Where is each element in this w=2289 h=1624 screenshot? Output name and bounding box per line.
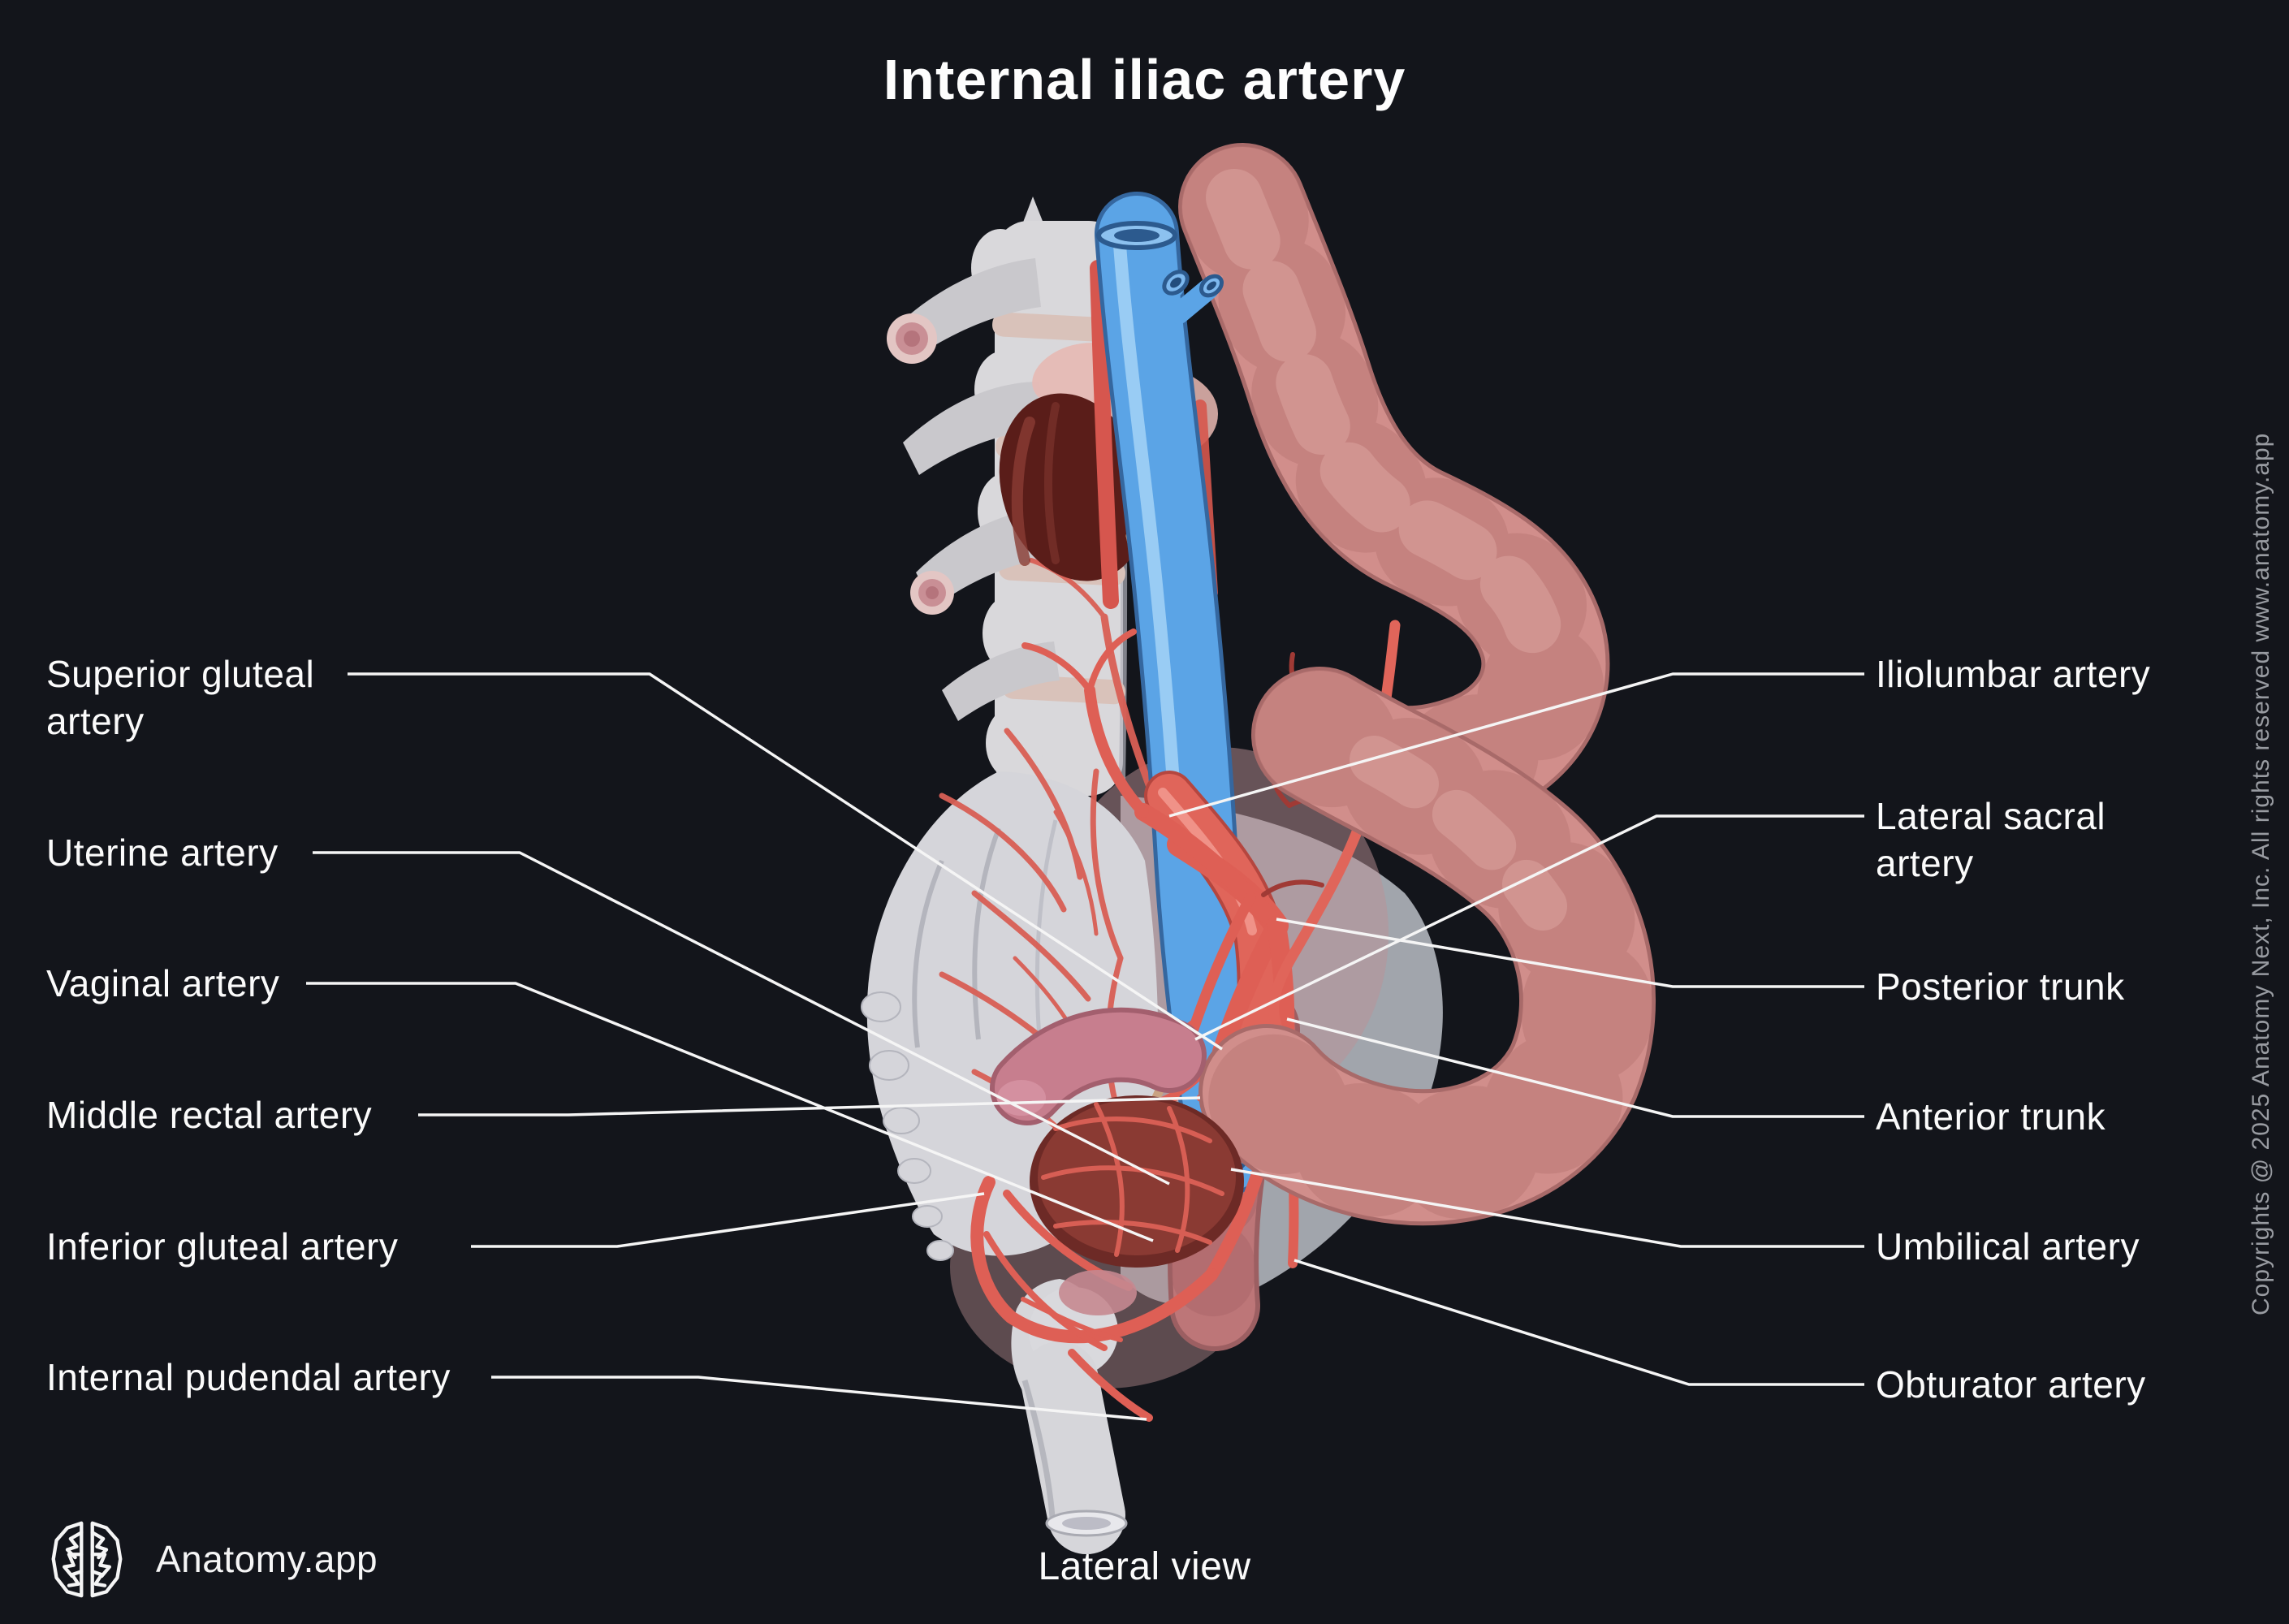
- leader-line-iliolumbar: [1168, 672, 1864, 818]
- label-vaginal-artery: Vaginal artery: [46, 962, 280, 1004]
- rib-cut-bullseye: [887, 313, 954, 615]
- iliolumbar-artery-path: [1084, 685, 1149, 818]
- leader-line-anterior-trunk: [1286, 1017, 1864, 1118]
- label-umbilical-artery: Umbilical artery: [1876, 1225, 2140, 1268]
- brand-lockup: Anatomy.app: [47, 1520, 378, 1598]
- label-superior-gluteal-artery: Superior gluteal artery: [46, 653, 315, 742]
- leader-line-posterior-trunk: [1276, 918, 1864, 988]
- pelvic-floor-arteries: [970, 1176, 1218, 1422]
- label-lateral-sacral-artery: Lateral sacral artery: [1876, 795, 2106, 884]
- coccyx: [861, 991, 954, 1261]
- page-title: Internal iliac artery: [883, 48, 1406, 111]
- leader-line-obturator: [1294, 1259, 1864, 1386]
- label-internal-pudendal-artery: Internal pudendal artery: [46, 1356, 451, 1398]
- leader-lines: [306, 672, 1864, 1421]
- label-iliolumbar-artery: Iliolumbar artery: [1876, 653, 2151, 695]
- label-anterior-trunk: Anterior trunk: [1876, 1095, 2106, 1138]
- label-obturator-artery: Obturator artery: [1876, 1363, 2146, 1406]
- label-posterior-trunk: Posterior trunk: [1876, 965, 2125, 1008]
- label-inferior-gluteal-artery: Inferior gluteal artery: [46, 1225, 399, 1268]
- internal-pudendal-artery-path: [1068, 1349, 1153, 1422]
- leader-line-superior-gluteal: [348, 672, 1223, 1051]
- leader-line-umbilical: [1230, 1168, 1864, 1248]
- leader-line-vaginal: [306, 982, 1154, 1242]
- leader-line-internal-pudendal: [491, 1376, 1147, 1421]
- label-middle-rectal-artery: Middle rectal artery: [46, 1094, 373, 1136]
- leader-line-uterine: [313, 851, 1170, 1186]
- label-uterine-artery: Uterine artery: [46, 831, 279, 874]
- copyright-text: Copyrights @ 2025 Anatomy Next, Inc. All…: [2248, 432, 2274, 1315]
- leader-line-lateral-sacral: [1194, 814, 1864, 1041]
- vein-branch-stubs: [1134, 270, 1224, 324]
- uterus: [990, 1007, 1207, 1125]
- bladder: [1030, 1095, 1244, 1268]
- posterior-trunk-artery: [1134, 803, 1285, 935]
- view-caption: Lateral view: [1038, 1545, 1251, 1588]
- leader-line-middle-rectal: [418, 1096, 1201, 1116]
- bladder-artery-mesh: [1041, 1102, 1224, 1257]
- colon-sigmoid: [1198, 667, 1656, 1226]
- leader-line-inferior-gluteal: [471, 1192, 985, 1248]
- brand-name: Anatomy.app: [156, 1538, 378, 1580]
- brain-logo-icon: [51, 1521, 123, 1598]
